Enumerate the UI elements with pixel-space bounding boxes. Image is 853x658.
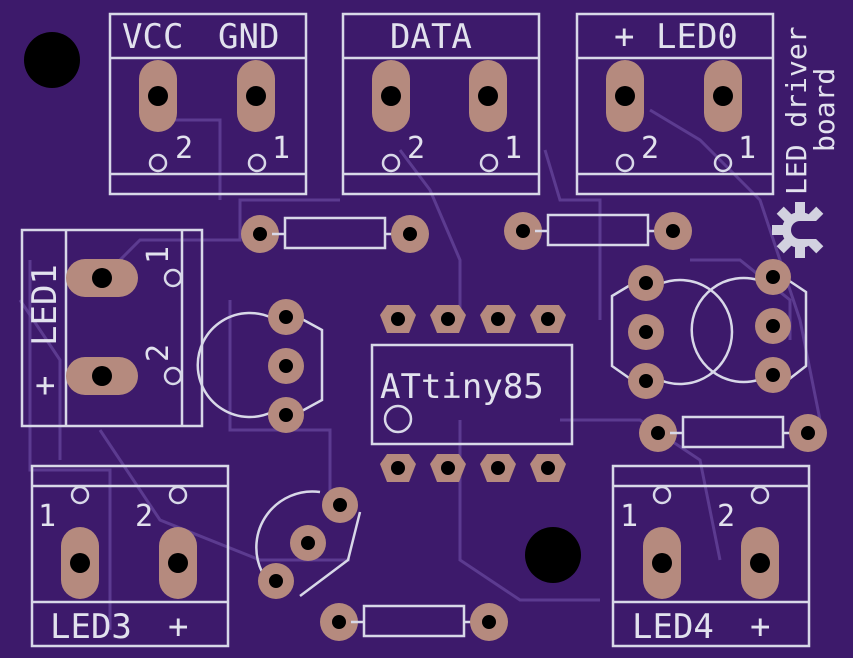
board-title-line1: LED driver: [780, 26, 813, 195]
connector-led1: LED1 + 1 2: [20, 228, 204, 428]
pin-label-power-2: 2: [175, 131, 193, 166]
chip-label: ATtiny85: [380, 367, 544, 407]
label-led0-plus: +: [614, 17, 634, 57]
label-led1: LED1: [25, 264, 65, 346]
gear-icon: [772, 202, 830, 258]
label-led0: LED0: [656, 17, 738, 57]
chip-attiny85: ATtiny85: [370, 305, 574, 482]
connector-power: VCC GND 2 1: [108, 12, 308, 196]
resistor-r4: [320, 603, 508, 641]
pin-label-led1-1: 1: [141, 246, 176, 264]
transistor-q2: [610, 265, 734, 399]
pin-label-led3-1: 1: [38, 499, 56, 534]
board-title-line2: board: [808, 68, 841, 152]
resistor-r1: [241, 215, 429, 253]
pin-label-data-1: 1: [504, 131, 522, 166]
mounting-hole-bottom: [525, 527, 581, 583]
pin-label-led1-2: 2: [141, 344, 176, 362]
pin-label-led4-1: 1: [620, 499, 638, 534]
connector-data: DATA 2 1: [341, 12, 541, 196]
label-led4-plus: +: [750, 607, 770, 647]
pin-label-led0-1: 1: [738, 131, 756, 166]
connector-led3: 1 2 LED3 +: [30, 464, 230, 648]
board-title: LED driver board: [780, 26, 841, 195]
pin-label-data-2: 2: [407, 131, 425, 166]
label-led4: LED4: [632, 607, 714, 647]
resistor-r3: [639, 414, 827, 452]
chip-pins-top: [380, 305, 566, 333]
label-data: DATA: [390, 17, 472, 57]
connector-led0: + LED0 2 1: [575, 12, 775, 196]
label-led3: LED3: [50, 607, 132, 647]
pin-label-led4-2: 2: [717, 499, 735, 534]
label-vcc: VCC: [122, 17, 183, 57]
label-led3-plus: +: [168, 607, 188, 647]
connector-led4: 1 2 LED4 +: [611, 464, 811, 648]
transistor-q4: [255, 487, 362, 599]
mounting-hole-top-left: [24, 32, 80, 88]
pin-label-led3-2: 2: [135, 499, 153, 534]
label-led1-plus: +: [25, 376, 65, 396]
resistor-r2: [504, 212, 692, 250]
transistor-q3: [690, 259, 808, 393]
pin-label-power-1: 1: [272, 131, 290, 166]
transistor-q1: [196, 299, 324, 433]
label-gnd: GND: [218, 17, 279, 57]
pin-label-led0-2: 2: [641, 131, 659, 166]
chip-pins-bottom: [380, 454, 566, 482]
